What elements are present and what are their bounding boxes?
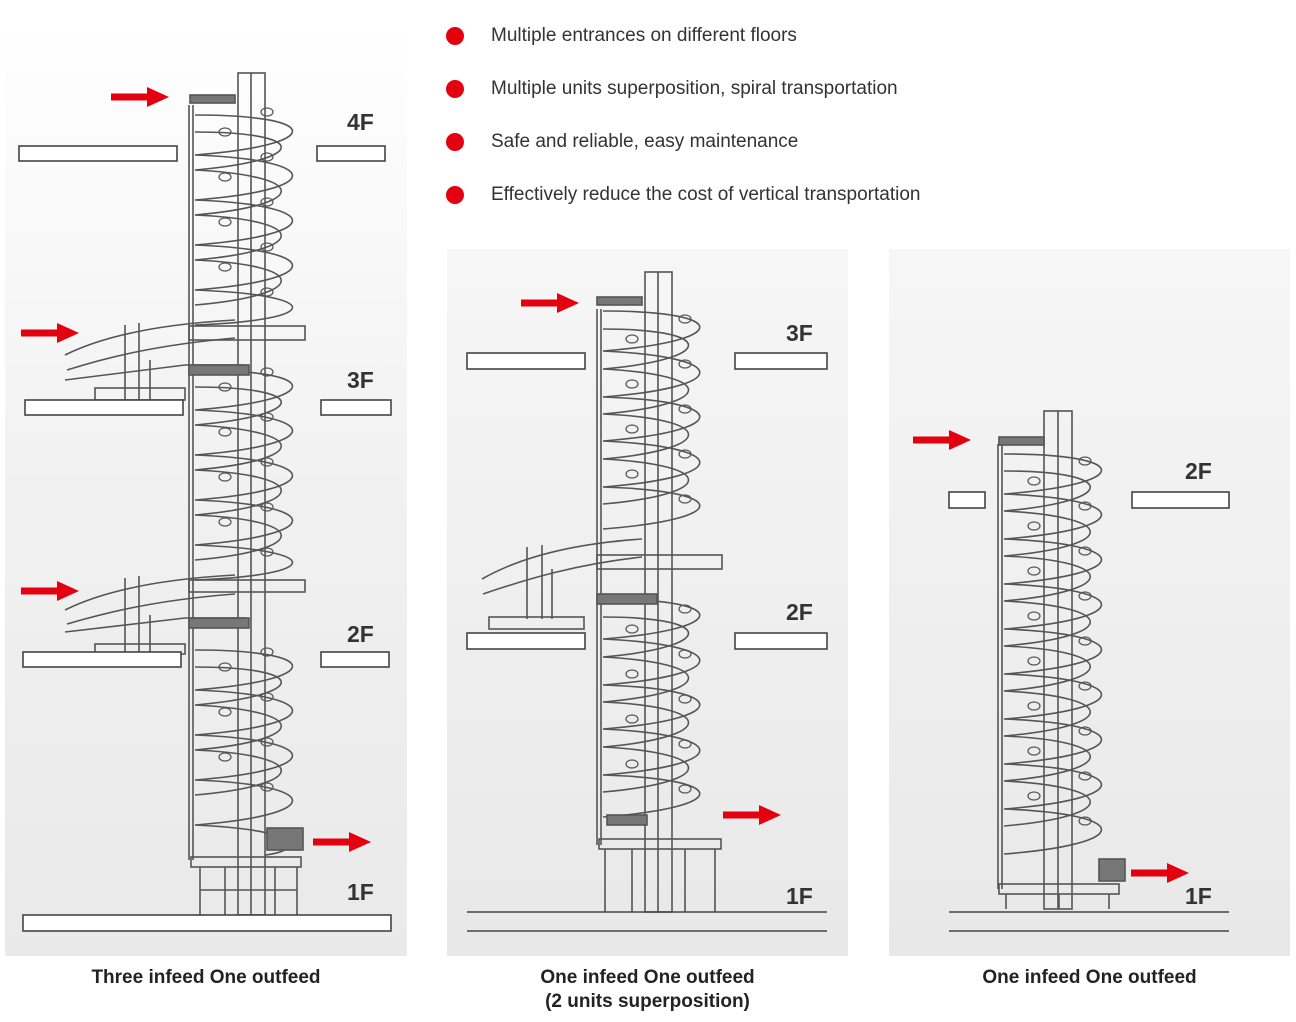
- infeed-arrow-icon: [521, 293, 579, 313]
- panel-background: [889, 249, 1290, 956]
- transfer-deck: [596, 554, 723, 570]
- outfeed-arrow-icon: [723, 805, 781, 825]
- floor-slab-4f-left: [18, 145, 178, 162]
- outfeed-arrow-icon: [1131, 863, 1189, 883]
- red-dot-icon: [446, 27, 464, 45]
- floor-label-2f: 2F: [1185, 458, 1212, 484]
- floor-label-1f: 1F: [786, 883, 813, 909]
- caption-line: (2 units superposition): [545, 991, 750, 1012]
- diagram-caption: Three infeed One outfeed: [5, 966, 407, 990]
- infeed-arrow-icon: [21, 323, 79, 343]
- feature-text: Multiple units superposition, spiral tra…: [491, 78, 898, 99]
- floor-slab-2f-right: [320, 651, 390, 668]
- spiral-conveyor-drawing: 2F 1F: [889, 249, 1290, 956]
- feature-text: Effectively reduce the cost of vertical …: [491, 184, 921, 205]
- feature-item: Safe and reliable, easy maintenance: [445, 128, 920, 181]
- spiral-conveyor-drawing: 3F 2F 1F: [447, 249, 848, 956]
- deck-2f: [188, 579, 306, 593]
- floor-label-3f: 3F: [786, 320, 813, 346]
- caption-line: One infeed One outfeed: [540, 967, 755, 988]
- spiral-conveyor-drawing: 4F 3F 2F 1F: [5, 20, 407, 956]
- floor-slab-2f-left: [466, 632, 586, 650]
- floor-label-4f: 4F: [347, 109, 374, 135]
- floor-slab-2f-left: [22, 651, 182, 668]
- floor-label-3f: 3F: [347, 367, 374, 393]
- floor-slab-3f-right: [734, 352, 828, 370]
- floor-slab-3f-left: [24, 399, 184, 416]
- infeed-arrow-icon: [913, 430, 971, 450]
- infeed-arrow-icon: [21, 581, 79, 601]
- floor-slab-4f-right: [316, 145, 386, 162]
- diagram-two-units: 3F 2F 1F: [447, 249, 848, 956]
- floor-slab-2f-right: [1131, 491, 1230, 509]
- floor-label-2f: 2F: [786, 599, 813, 625]
- red-dot-icon: [446, 133, 464, 151]
- feature-list: Multiple entrances on different floors M…: [445, 22, 920, 234]
- diagram-caption: One infeed One outfeed (2 units superpos…: [447, 966, 848, 1014]
- deck-3f: [188, 325, 306, 341]
- red-dot-icon: [446, 186, 464, 204]
- floor-slab-3f-right: [320, 399, 392, 416]
- feature-text: Safe and reliable, easy maintenance: [491, 131, 799, 152]
- floor-label-1f: 1F: [347, 879, 374, 905]
- feature-item: Effectively reduce the cost of vertical …: [445, 181, 920, 234]
- floor-slab-3f-left: [466, 352, 586, 370]
- feature-text: Multiple entrances on different floors: [491, 25, 797, 46]
- floor-label-2f: 2F: [347, 621, 374, 647]
- caption-line: Three infeed One outfeed: [91, 967, 321, 988]
- floor-slab-2f-left: [948, 491, 986, 509]
- red-dot-icon: [446, 80, 464, 98]
- feature-item: Multiple entrances on different floors: [445, 22, 920, 75]
- caption-line: One infeed One outfeed: [982, 967, 1197, 988]
- infeed-arrow-icon: [111, 87, 169, 107]
- panel-background: [5, 20, 407, 956]
- feature-item: Multiple units superposition, spiral tra…: [445, 75, 920, 128]
- floor-label-1f: 1F: [1185, 883, 1212, 909]
- diagram-caption: One infeed One outfeed: [889, 966, 1290, 990]
- outfeed-arrow-icon: [313, 832, 371, 852]
- diagram-three-infeed: 4F 3F 2F 1F: [5, 20, 407, 956]
- diagram-single-unit: 2F 1F: [889, 249, 1290, 956]
- floor-slab-2f-right: [734, 632, 828, 650]
- floor-slab-1f: [22, 914, 392, 932]
